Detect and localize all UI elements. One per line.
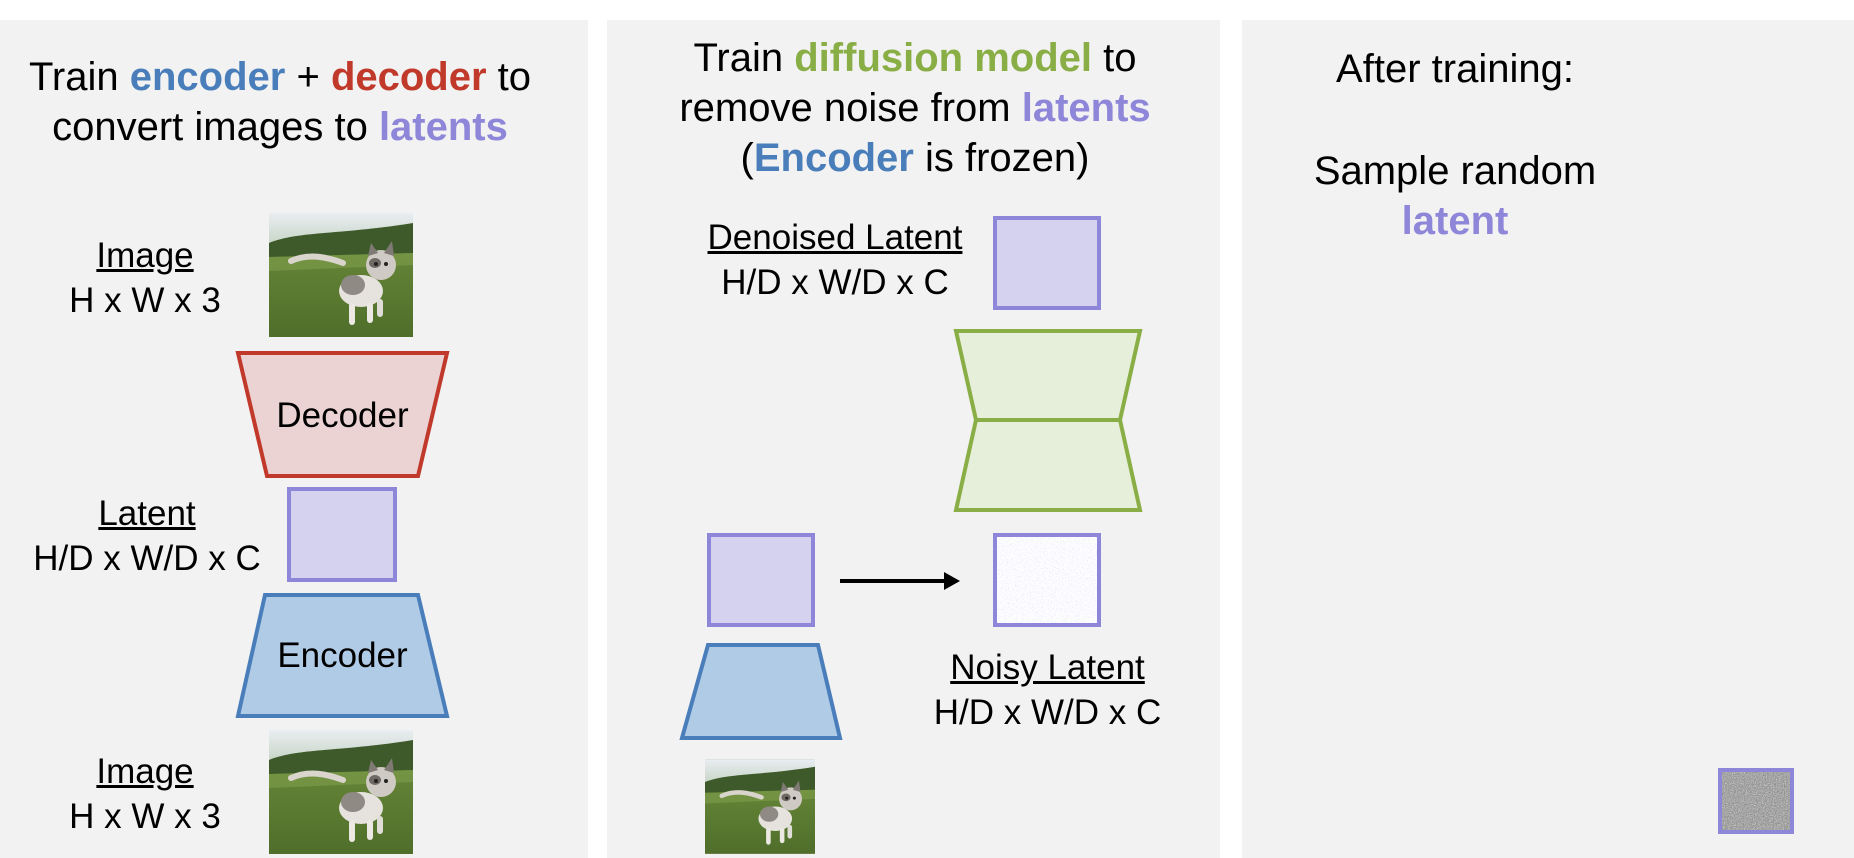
sample-latent-word: latent xyxy=(1401,199,1509,243)
random-latent-square xyxy=(1718,768,1794,834)
frozen-encoder-trapezoid xyxy=(679,643,843,740)
panel2-title: Train diffusion model to remove noise fr… xyxy=(610,33,1220,183)
after-training-heading: After training: xyxy=(1336,47,1574,91)
image-top-name: Image xyxy=(96,236,194,275)
latent-dims: H/D x W/D x C xyxy=(33,539,261,578)
noisy-latent-dims: H/D x W/D x C xyxy=(933,693,1162,732)
cat-image-bottom xyxy=(269,730,413,854)
title-text: remove noise from xyxy=(679,86,1022,130)
image-top-dims: H x W x 3 xyxy=(69,281,221,320)
title-latents: latents xyxy=(1021,86,1151,130)
image-bottom-name: Image xyxy=(96,752,194,791)
latent-name: Latent xyxy=(98,494,196,533)
title-text: Train xyxy=(28,55,130,99)
title-latents: latents xyxy=(378,105,508,149)
noisy-latent-name: Noisy Latent xyxy=(950,648,1145,687)
title-encoder: Encoder xyxy=(753,136,914,180)
title-text: Train xyxy=(693,36,795,80)
denoised-latent-square xyxy=(993,216,1101,310)
title-text: to xyxy=(1092,36,1137,80)
panel-after-training xyxy=(1242,20,1854,858)
title-text: to xyxy=(486,55,532,99)
encoder-label: Encoder xyxy=(277,636,408,675)
encoder-trapezoid xyxy=(235,593,450,718)
sample-random-line: Sample random xyxy=(1313,149,1597,193)
title-encoder: encoder xyxy=(129,55,286,99)
diffusion-model-top xyxy=(953,329,1143,422)
decoder-label: Decoder xyxy=(276,396,409,435)
title-text: + xyxy=(285,55,331,99)
title-text: is frozen) xyxy=(913,136,1090,180)
denoised-latent-label: Denoised Latent H/D x W/D x C xyxy=(680,215,990,305)
noisy-latent-label: Noisy Latent H/D x W/D x C xyxy=(900,645,1195,735)
title-text: ( xyxy=(740,136,754,180)
denoised-latent-name: Denoised Latent xyxy=(707,218,963,257)
image-top-label: Image H x W x 3 xyxy=(40,233,250,323)
title-diffusion: diffusion model xyxy=(794,36,1093,80)
clean-latent-square xyxy=(707,533,815,627)
title-decoder: decoder xyxy=(330,55,487,99)
latent-label: Latent H/D x W/D x C xyxy=(0,491,294,581)
noise-arrow-head xyxy=(944,572,960,590)
image-bottom-label: Image H x W x 3 xyxy=(40,749,250,839)
cat-image-top xyxy=(269,213,413,337)
sample-random-text: Sample random latent xyxy=(1280,146,1630,246)
decoder-trapezoid xyxy=(235,351,450,478)
panel1-title: Train encoder + decoder to convert image… xyxy=(0,52,560,152)
diffusion-model-bottom xyxy=(953,418,1143,512)
noisy-latent-square xyxy=(993,533,1101,627)
denoised-latent-dims: H/D x W/D x C xyxy=(721,263,949,302)
title-text: convert images to xyxy=(52,105,379,149)
image-bottom-dims: H x W x 3 xyxy=(69,797,221,836)
latent-square xyxy=(287,487,397,582)
cat-image-small xyxy=(705,759,815,854)
